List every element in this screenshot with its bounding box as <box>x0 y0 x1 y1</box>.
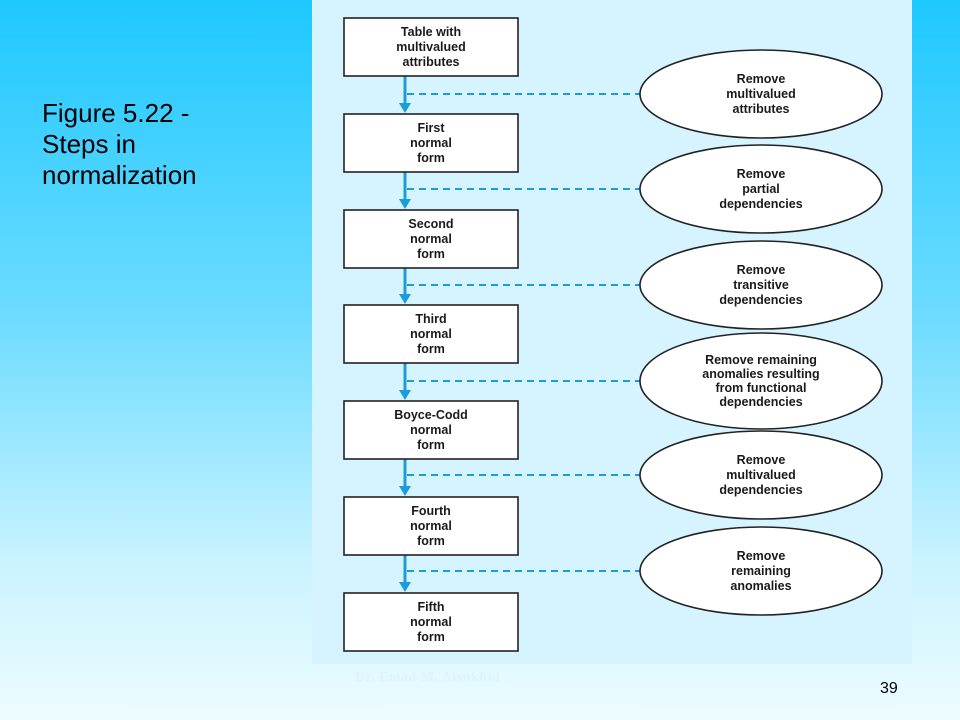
label-line: Remove <box>737 167 786 181</box>
label-line: anomalies resulting <box>702 367 819 381</box>
label-line: form <box>417 534 445 548</box>
arrow-head-icon <box>399 486 411 496</box>
flow-arrow <box>399 172 411 209</box>
label-line: transitive <box>733 278 789 292</box>
step-ellipse-shape <box>639 240 883 330</box>
label-line: normal <box>410 327 452 341</box>
arrow-head-icon <box>399 582 411 592</box>
label-line: normal <box>410 423 452 437</box>
label-line: form <box>417 342 445 356</box>
label-line: dependencies <box>719 293 802 307</box>
label-line: attributes <box>733 102 790 116</box>
flow-arrow <box>399 268 411 304</box>
arrow-head-icon <box>399 294 411 304</box>
label-line: Boyce-Codd <box>394 408 468 422</box>
label-line: form <box>417 438 445 452</box>
label-line: multivalued <box>726 468 795 482</box>
flow-arrow <box>399 363 411 400</box>
label-line: Third <box>415 312 446 326</box>
label-line: attributes <box>403 55 460 69</box>
label-line: form <box>417 630 445 644</box>
slide-number: 39 <box>880 680 898 697</box>
label-line: form <box>417 247 445 261</box>
step-ellipse-shape <box>639 332 883 430</box>
flow-arrow <box>399 76 411 113</box>
label-line: Fourth <box>411 504 451 518</box>
step-ellipse-shape <box>639 49 883 139</box>
label-line: Table with <box>401 25 461 39</box>
label-line: remaining <box>731 564 791 578</box>
arrow-head-icon <box>399 103 411 113</box>
label-line: dependencies <box>719 483 802 497</box>
label-line: partial <box>742 182 780 196</box>
label-line: dependencies <box>719 197 802 211</box>
label-line: normal <box>410 136 452 150</box>
form-box-rect <box>343 304 519 364</box>
label-line: Remove remaining <box>705 353 817 367</box>
step-ellipse-shape <box>639 526 883 616</box>
normalization-diagram: Table withmultivaluedattributesFirstnorm… <box>343 17 883 652</box>
form-box-rect <box>343 113 519 173</box>
form-box-rect <box>343 17 519 77</box>
step-ellipse-shape <box>639 144 883 234</box>
label-line: Remove <box>737 549 786 563</box>
form-box-rect <box>343 496 519 556</box>
form-box-rect <box>343 209 519 269</box>
flow-arrow <box>399 459 411 496</box>
label-line: normal <box>410 232 452 246</box>
label-line: anomalies <box>730 579 791 593</box>
form-box-rect <box>343 592 519 652</box>
slide-title: Figure 5.22 - Steps in normalization <box>42 98 282 191</box>
arrow-head-icon <box>399 390 411 400</box>
arrow-head-icon <box>399 199 411 209</box>
footer-author: Dr. Emad M. Alsukhni <box>355 670 501 685</box>
flow-arrow <box>399 555 411 592</box>
label-line: form <box>417 151 445 165</box>
title-line-3: normalization <box>42 160 197 190</box>
label-line: from functional <box>716 381 807 395</box>
label-line: multivalued <box>726 87 795 101</box>
title-line-2: Steps in <box>42 129 136 159</box>
label-line: Fifth <box>417 600 444 614</box>
label-line: First <box>417 121 445 135</box>
label-line: normal <box>410 519 452 533</box>
label-line: dependencies <box>719 395 802 409</box>
label-line: Second <box>408 217 453 231</box>
label-line: Remove <box>737 263 786 277</box>
label-line: Remove <box>737 453 786 467</box>
label-line: multivalued <box>396 40 465 54</box>
title-line-1: Figure 5.22 - <box>42 98 190 128</box>
label-line: normal <box>410 615 452 629</box>
form-box-rect <box>343 400 519 460</box>
step-ellipse-shape <box>639 430 883 520</box>
label-line: Remove <box>737 72 786 86</box>
